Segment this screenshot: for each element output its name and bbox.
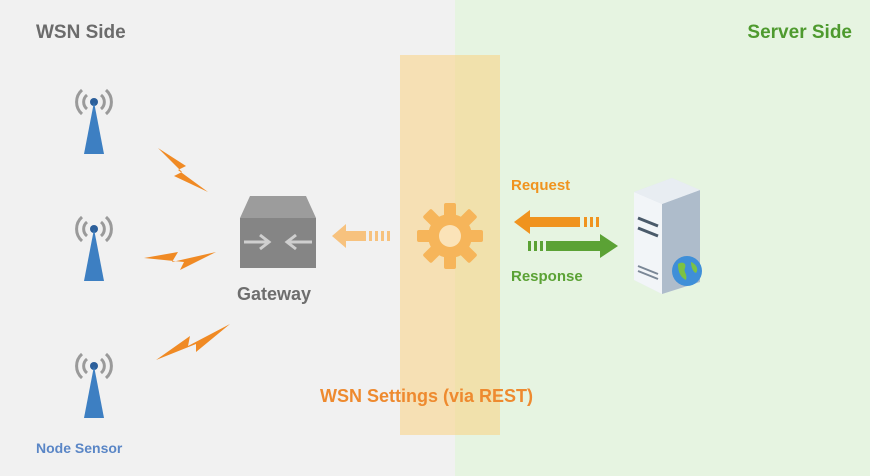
response-arrow bbox=[528, 234, 618, 258]
settings-label: WSN Settings (via REST) bbox=[320, 386, 534, 406]
lightning-icon bbox=[158, 148, 208, 192]
server-side-title: Server Side bbox=[747, 22, 852, 43]
lightning-icon bbox=[156, 324, 230, 360]
gear-icon bbox=[417, 203, 483, 269]
antenna-icon bbox=[75, 215, 113, 281]
antenna-icon bbox=[75, 352, 113, 418]
wsn-side-panel bbox=[0, 0, 455, 476]
gateway-label: Gateway bbox=[237, 284, 312, 304]
antenna-icon bbox=[75, 88, 113, 154]
response-label: Response bbox=[511, 268, 583, 285]
gateway-icon bbox=[240, 196, 316, 268]
request-arrow bbox=[514, 210, 599, 234]
node-sensor-label: Node Sensor bbox=[36, 440, 123, 456]
globe-icon bbox=[672, 256, 702, 286]
request-label: Request bbox=[511, 177, 571, 194]
lightning-icon bbox=[144, 252, 216, 270]
settings-to-gateway-arrow bbox=[332, 224, 390, 248]
wsn-side-title: WSN Side bbox=[36, 22, 126, 43]
